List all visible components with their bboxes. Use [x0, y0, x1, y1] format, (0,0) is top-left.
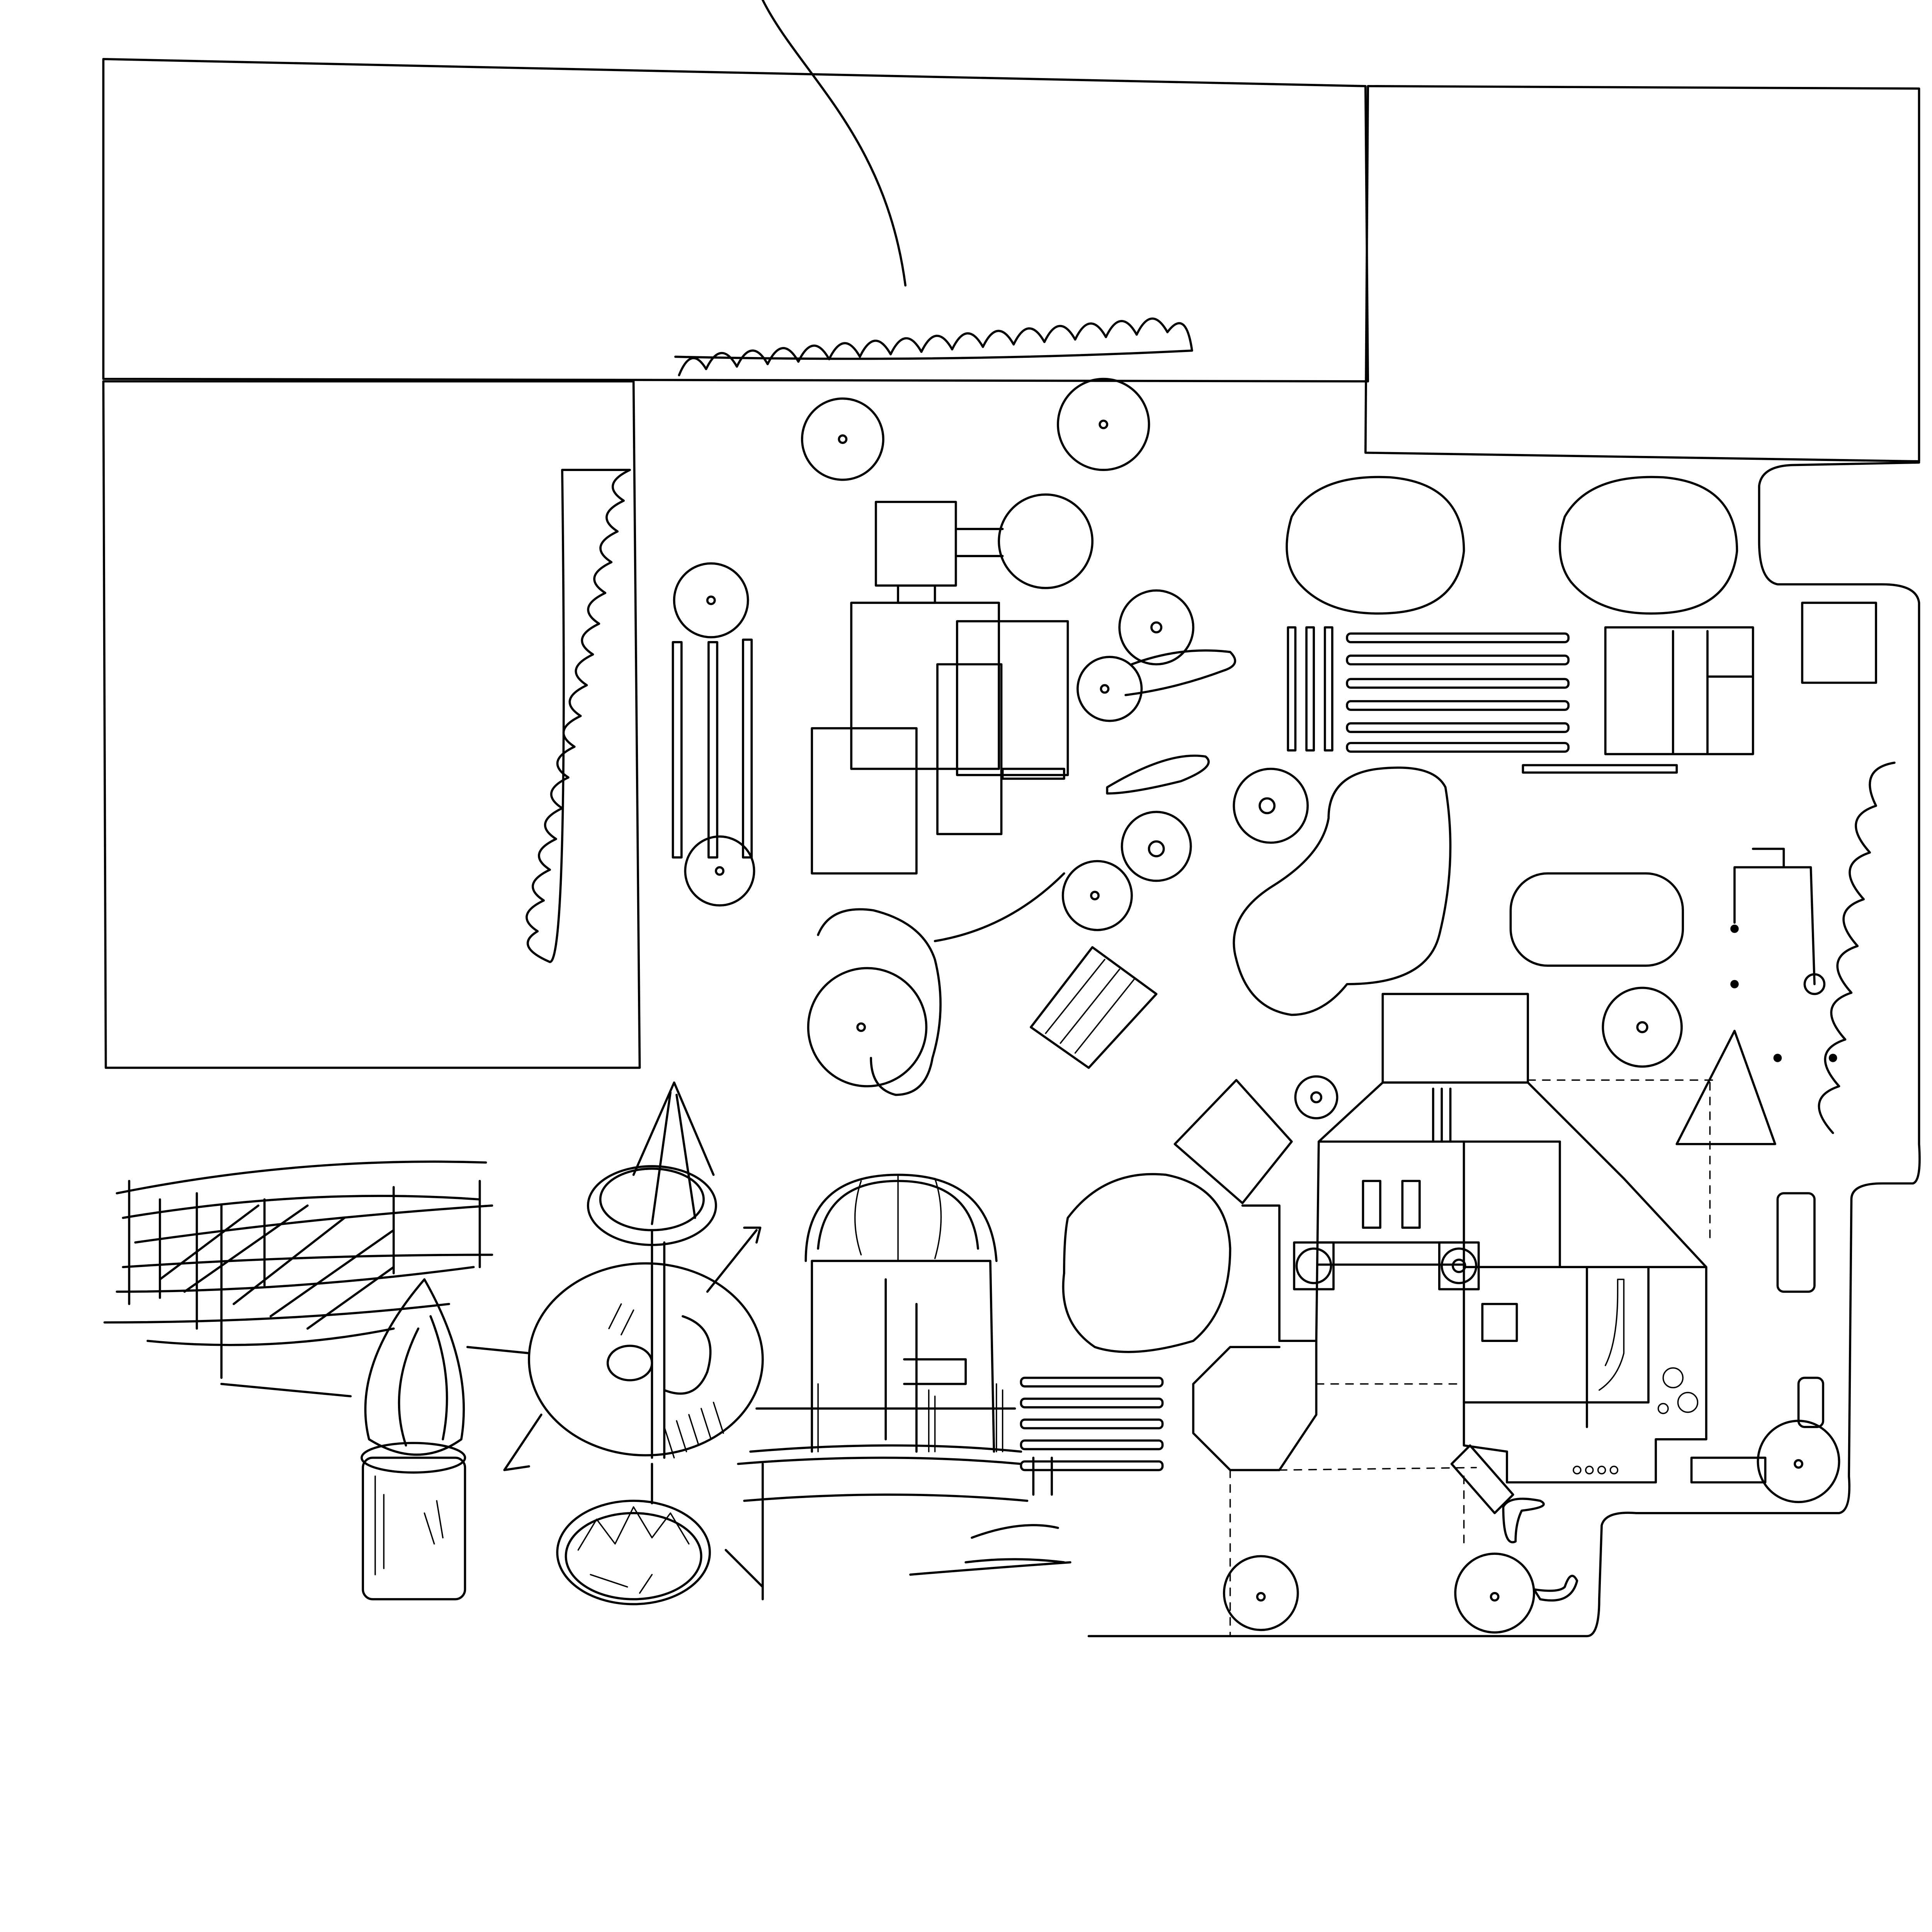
- right-hedge: [1818, 762, 1896, 1134]
- lawn: [1559, 476, 1738, 615]
- donut-shape: [503, 1229, 764, 1471]
- left-block: [102, 380, 641, 1069]
- tree: [673, 562, 749, 639]
- hand-drawn-site-plan-sketch: [102, 0, 1921, 1638]
- tree: [1077, 656, 1143, 722]
- tree: [801, 397, 884, 481]
- top-left-block: [102, 58, 1369, 383]
- tree: [1233, 767, 1309, 844]
- pond: [1233, 766, 1452, 1016]
- tree: [1061, 860, 1133, 931]
- tree: [1057, 378, 1150, 471]
- top-building-blocks: [102, 0, 1920, 1069]
- horizontal-benches: [1020, 632, 1678, 1471]
- garage: [1381, 993, 1529, 1084]
- lawn: [1062, 1173, 1231, 1353]
- left-hedge: [526, 469, 631, 963]
- east-structures: [1502, 602, 1877, 1602]
- path-curve: [762, 0, 907, 287]
- top-right-block: [1364, 85, 1920, 463]
- winding-path: [817, 872, 1065, 1096]
- vertical-benches: [672, 626, 1333, 859]
- tree: [1602, 986, 1683, 1068]
- house-floor-plan: [1173, 993, 1717, 1637]
- winding-path: [1106, 649, 1236, 795]
- trees: [673, 378, 1840, 1634]
- octagon-room: [1192, 1340, 1318, 1471]
- hatched-planter: [1030, 946, 1158, 1069]
- lawn: [1509, 872, 1684, 967]
- top-hedge: [674, 317, 1193, 376]
- tree: [1294, 1075, 1338, 1119]
- lawn: [1286, 476, 1465, 615]
- lawns: [1062, 476, 1738, 1353]
- tree: [1223, 1555, 1299, 1631]
- tree: [1757, 1420, 1840, 1503]
- tree: [1118, 589, 1195, 666]
- pavilion-cluster: [811, 493, 1094, 875]
- tree: [1454, 1553, 1535, 1634]
- tree: [684, 835, 755, 907]
- tree: [807, 967, 928, 1088]
- domed-cylinder: [724, 1173, 1071, 1600]
- tree: [1121, 811, 1192, 882]
- flame-cylinder: [361, 1278, 530, 1600]
- scribble-hatching: [103, 1160, 493, 1398]
- cone-shape: [587, 1081, 762, 1293]
- site-boundary: [1087, 461, 1921, 1638]
- dome-shape: [556, 1463, 711, 1605]
